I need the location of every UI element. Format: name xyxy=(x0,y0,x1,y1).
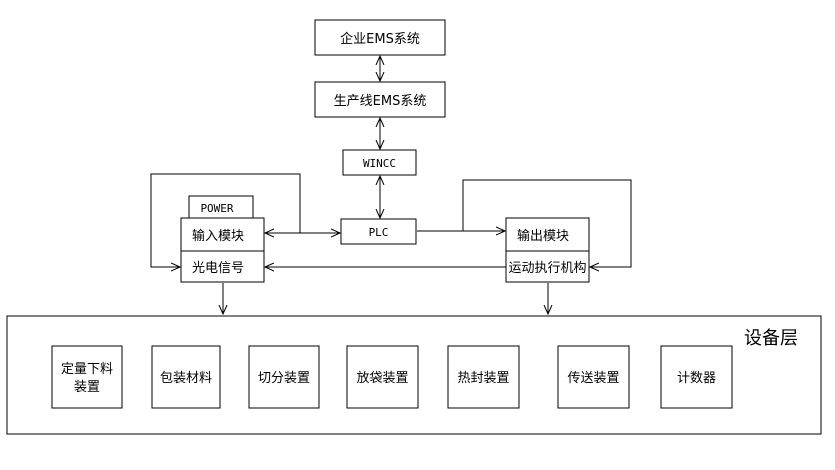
device-box: 放袋装置 xyxy=(346,345,419,409)
device-box: 传送装置 xyxy=(557,345,630,409)
wincc-node: WINCC xyxy=(342,149,417,176)
input-feedback-loop xyxy=(150,173,301,267)
output-module-node: 输出模块 xyxy=(505,217,590,252)
device-label: 切分装置 xyxy=(258,371,310,386)
output-feedback-loop xyxy=(462,179,632,267)
input-module-node: 输入模块 xyxy=(180,217,265,252)
device-layer-title: 设备层 xyxy=(744,328,798,349)
wincc-label: WINCC xyxy=(363,157,396,170)
enterprise-ems-label: 企业EMS系统 xyxy=(340,31,420,47)
device-box: 热封装置 xyxy=(447,345,520,409)
power-label: POWER xyxy=(200,202,233,215)
photo-signal-label: 光电信号 xyxy=(192,261,244,276)
actuator-node: 运动执行机构 xyxy=(505,250,590,283)
device-box: 包装材料 xyxy=(151,345,221,409)
output-module-label: 输出模块 xyxy=(517,228,569,244)
power-node: POWER xyxy=(188,195,254,219)
device-label: 热封装置 xyxy=(457,371,509,386)
actuator-label: 运动执行机构 xyxy=(508,261,586,276)
line-ems-node: 生产线EMS系统 xyxy=(314,81,446,118)
enterprise-ems-node: 企业EMS系统 xyxy=(314,19,446,56)
device-box: 切分装置 xyxy=(248,345,320,409)
device-label: 装置 xyxy=(74,380,100,395)
device-label: 计数器 xyxy=(677,371,716,386)
photo-signal-node: 光电信号 xyxy=(180,250,265,283)
input-module-label: 输入模块 xyxy=(192,228,244,244)
line-ems-label: 生产线EMS系统 xyxy=(334,94,427,109)
device-label: 传送装置 xyxy=(567,371,619,386)
plc-label: PLC xyxy=(369,226,389,239)
device-label: 包装材料 xyxy=(160,371,212,386)
device-box: 计数器 xyxy=(660,345,733,409)
device-label: 定量下料 xyxy=(61,362,113,377)
plc-node: PLC xyxy=(340,218,417,245)
device-label: 放袋装置 xyxy=(356,371,408,386)
